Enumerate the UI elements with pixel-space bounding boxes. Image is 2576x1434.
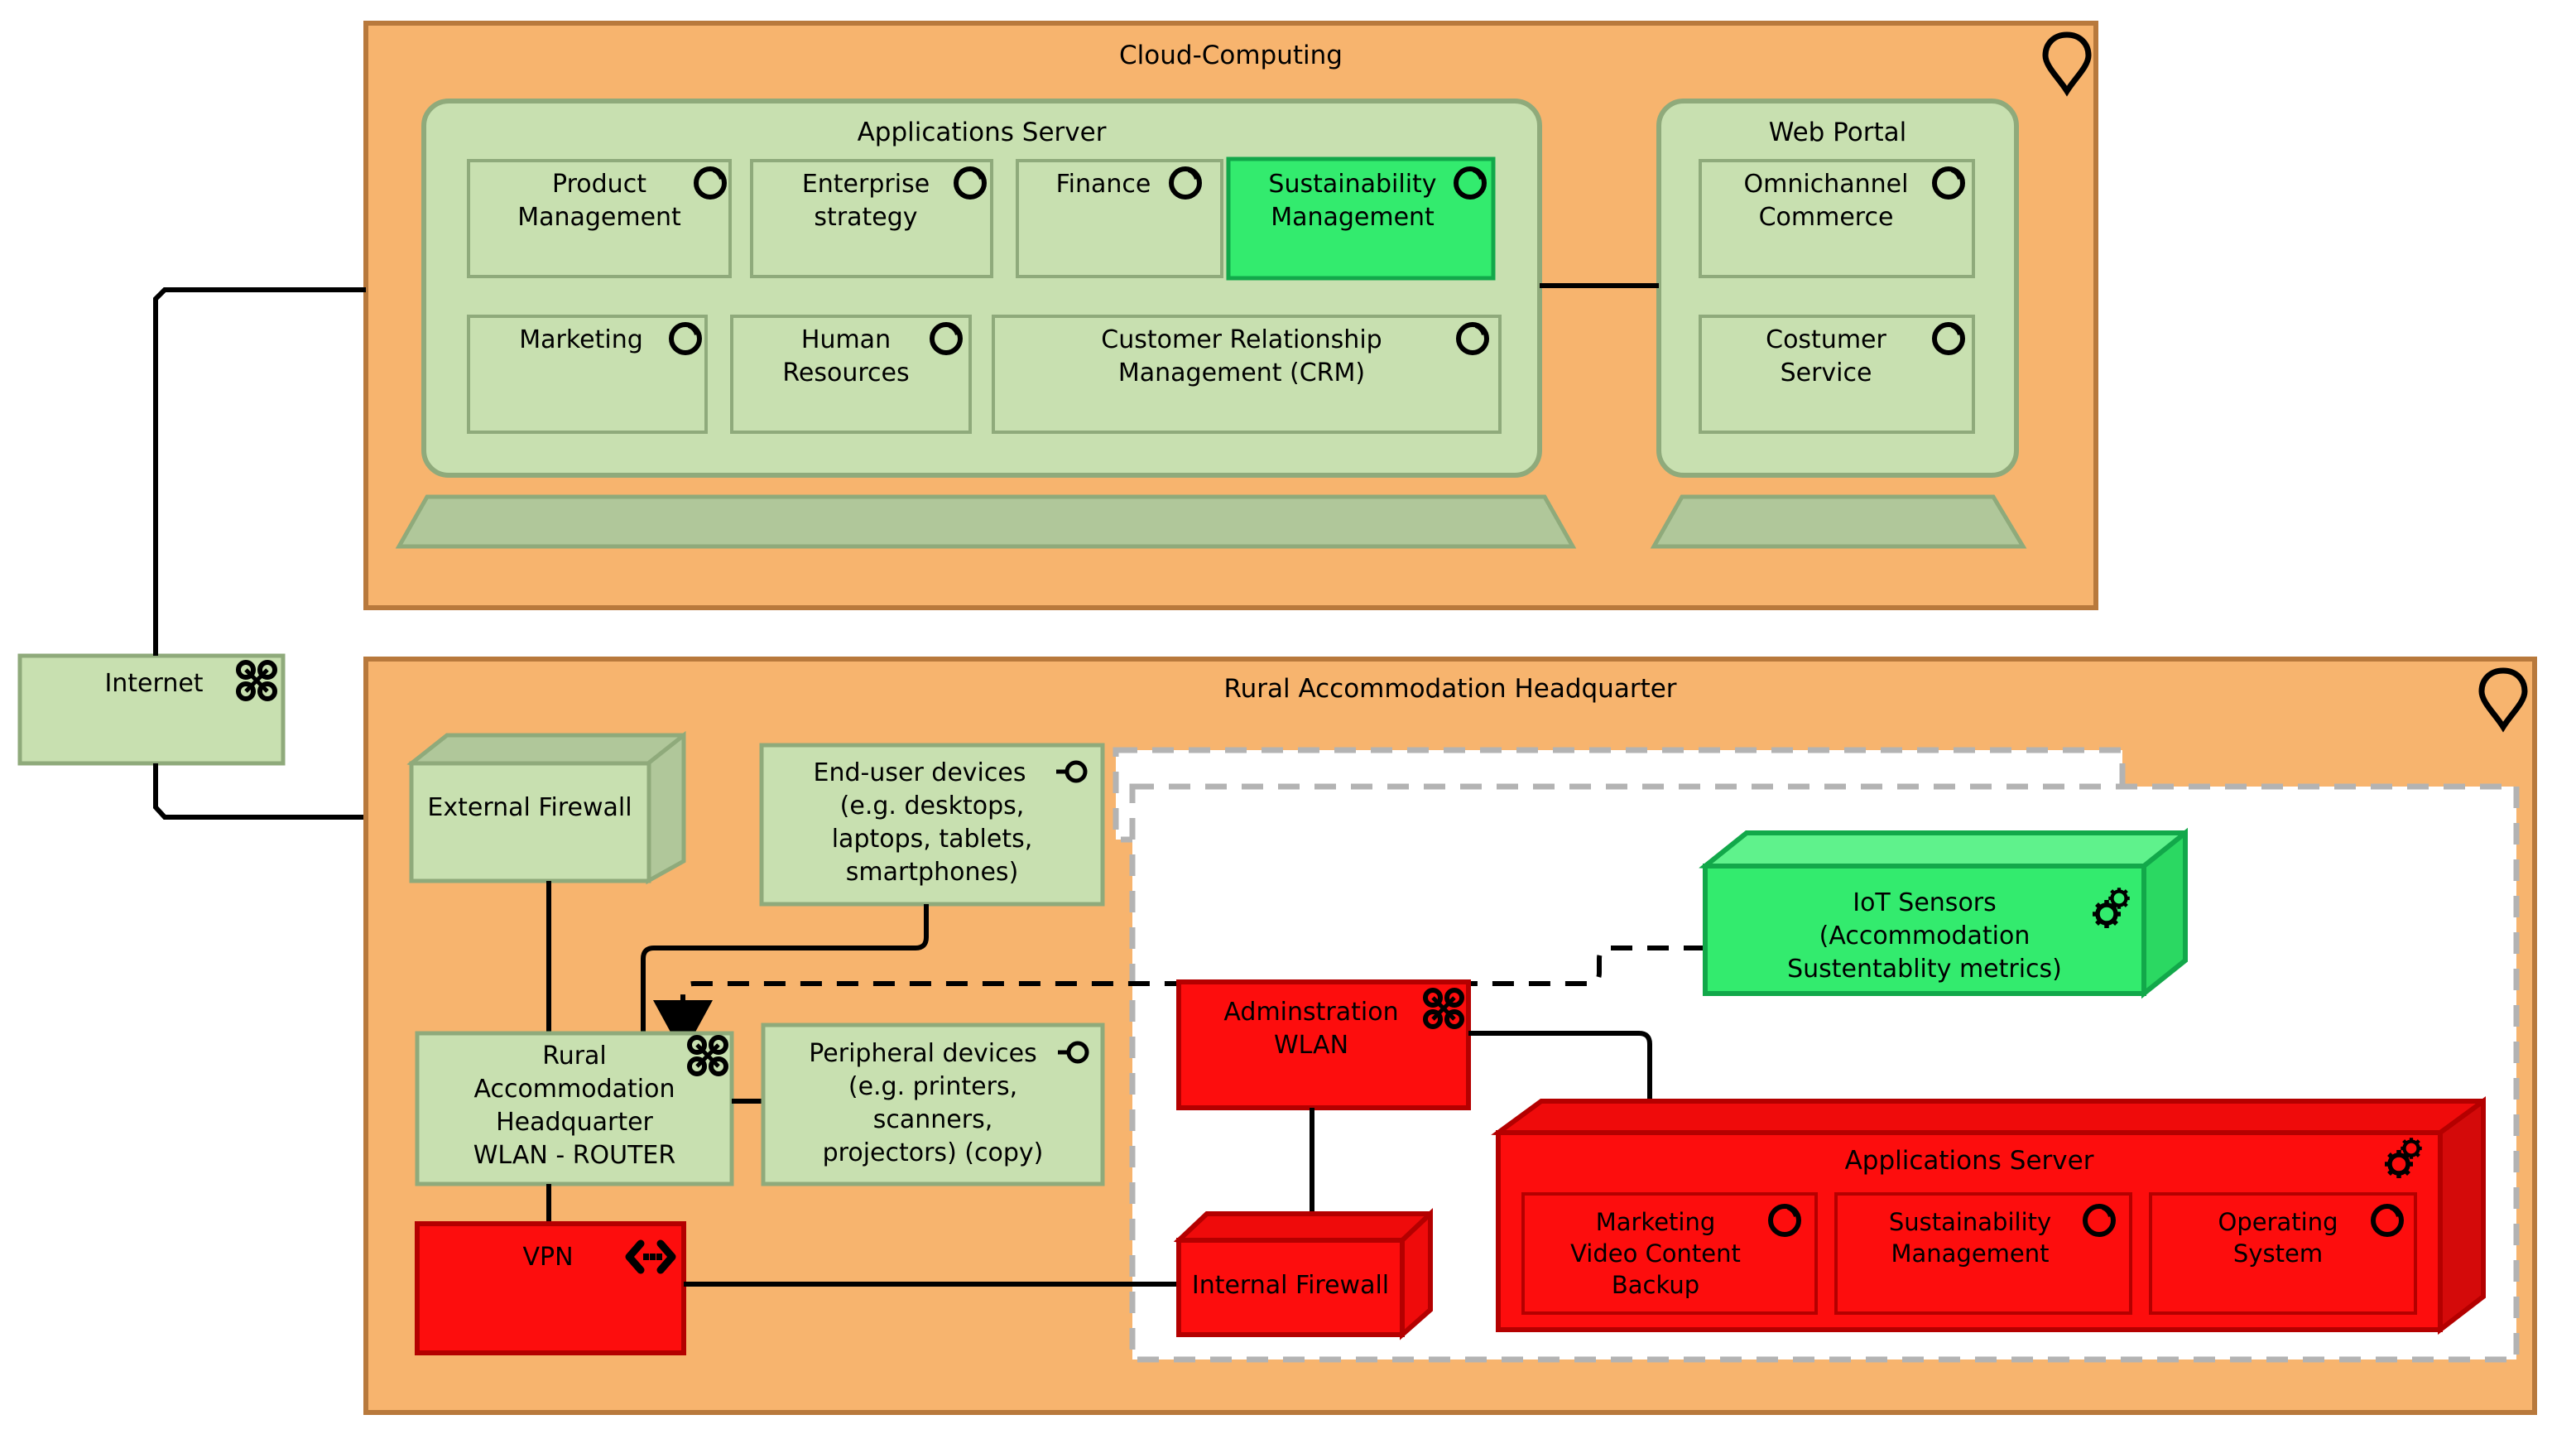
router-line1: Rural <box>542 1042 607 1071</box>
app-product-management[interactable]: Product Management <box>467 159 732 278</box>
iot-sensors-node[interactable]: IoT Sensors (Accommodation Sustentablity… <box>1699 827 2188 999</box>
app-label-line1: Customer Relationship <box>1101 325 1382 354</box>
app-label-line2: strategy <box>814 203 917 232</box>
internal-firewall-label: Internal Firewall <box>1192 1271 1389 1300</box>
connector-enduser-router <box>641 904 929 1033</box>
app-label-line1: Marketing <box>519 325 643 354</box>
router-line2: Accommodation <box>473 1075 675 1104</box>
app-label-line1: Omnichannel <box>1744 170 1909 199</box>
app-enterprise-strategy[interactable]: Enterprise strategy <box>750 159 993 278</box>
peripheral-devices-node[interactable]: Peripheral devices (e.g. printers, scann… <box>761 1023 1105 1186</box>
app-label-line1: Costumer <box>1766 325 1886 354</box>
end-user-line2: (e.g. desktops, <box>840 792 1025 820</box>
external-firewall-label: External Firewall <box>427 793 632 822</box>
app-label-line2: Management <box>517 203 681 232</box>
vpn-node[interactable]: VPN <box>415 1221 686 1355</box>
iot-line1: IoT Sensors <box>1853 888 1997 917</box>
app-finance[interactable]: Finance <box>1016 159 1223 278</box>
connector-internet-cloud <box>153 287 366 656</box>
app-label-line2: Service <box>1781 358 1872 387</box>
end-user-line1: End-user devices <box>814 758 1026 787</box>
vpn-label: VPN <box>522 1243 573 1272</box>
router-line4: WLAN - ROUTER <box>473 1141 675 1170</box>
red-appserver-title: Applications Server <box>1845 1146 2094 1176</box>
cloud-computing-title: Cloud-Computing <box>1119 41 1343 70</box>
app-label-line1: Enterprise <box>802 170 930 199</box>
app-omnichannel-commerce[interactable]: Omnichannel Commerce <box>1699 159 1975 278</box>
red-app-line3: Backup <box>1612 1271 1699 1299</box>
app-label-line1: Product <box>552 170 646 199</box>
end-user-line3: laptops, tablets, <box>832 825 1033 854</box>
internet-node[interactable]: Internet <box>17 653 286 766</box>
admin-wlan-line1: Adminstration <box>1223 998 1398 1027</box>
internet-label: Internet <box>104 669 203 698</box>
red-app-line2: System <box>2233 1239 2323 1268</box>
iot-line2: (Accommodation <box>1819 922 2031 950</box>
external-firewall-node[interactable]: External Firewall <box>406 730 686 885</box>
internal-firewall-node[interactable]: Internal Firewall <box>1173 1208 1433 1340</box>
iot-line3: Sustentablity metrics) <box>1787 955 2062 984</box>
app-label-line2: Commerce <box>1759 203 1894 232</box>
red-app-line1: Sustainability <box>1889 1208 2051 1236</box>
red-app-line2: Management <box>1891 1239 2049 1268</box>
app-costumer-service[interactable]: Costumer Service <box>1699 315 1975 434</box>
peripheral-line1: Peripheral devices <box>809 1039 1036 1068</box>
app-label-line1: Human <box>801 325 891 354</box>
connector-adminwlan-appserver <box>1468 1031 1652 1108</box>
admin-wlan-line2: WLAN <box>1274 1031 1348 1060</box>
app-label-line1: Sustainability <box>1268 170 1436 199</box>
router-line3: Headquarter <box>496 1108 653 1137</box>
app-label-line2: Resources <box>782 358 909 387</box>
end-user-devices-node[interactable]: End-user devices (e.g. desktops, laptops… <box>759 743 1105 907</box>
web-portal-title: Web Portal <box>1769 118 1907 147</box>
red-app-line2: Video Content <box>1570 1239 1741 1268</box>
app-marketing[interactable]: Marketing <box>467 315 708 434</box>
end-user-line4: smartphones) <box>846 858 1019 887</box>
cloud-applications-server-title: Applications Server <box>858 118 1107 147</box>
red-app-line1: Operating <box>2218 1208 2338 1236</box>
red-app-sustainability-management[interactable]: Sustainability Management <box>1834 1192 2132 1315</box>
peripheral-line2: (e.g. printers, <box>848 1072 1017 1101</box>
red-app-line1: Marketing <box>1596 1208 1716 1236</box>
headquarter-title: Rural Accommodation Headquarter <box>1223 674 1676 704</box>
app-sustainability-management[interactable]: Sustainability Management <box>1226 156 1496 281</box>
red-app-marketing-video-backup[interactable]: Marketing Video Content Backup <box>1521 1192 1818 1315</box>
app-human-resources[interactable]: Human Resources <box>730 315 972 434</box>
app-crm[interactable]: Customer Relationship Management (CRM) <box>992 315 1502 434</box>
app-label-line2: Management <box>1271 203 1435 232</box>
administration-wlan-node[interactable]: Adminstration WLAN <box>1176 979 1471 1110</box>
peripheral-line3: scanners, <box>873 1105 993 1134</box>
connector-internet-external-firewall <box>153 763 411 820</box>
app-label-line1: Finance <box>1056 170 1151 199</box>
red-app-operating-system[interactable]: Operating System <box>2149 1192 2417 1315</box>
app-label-line2: Management (CRM) <box>1118 358 1365 387</box>
peripheral-line4: projectors) (copy) <box>823 1138 1044 1167</box>
router-node[interactable]: Rural Accommodation Headquarter WLAN - R… <box>415 1031 734 1186</box>
